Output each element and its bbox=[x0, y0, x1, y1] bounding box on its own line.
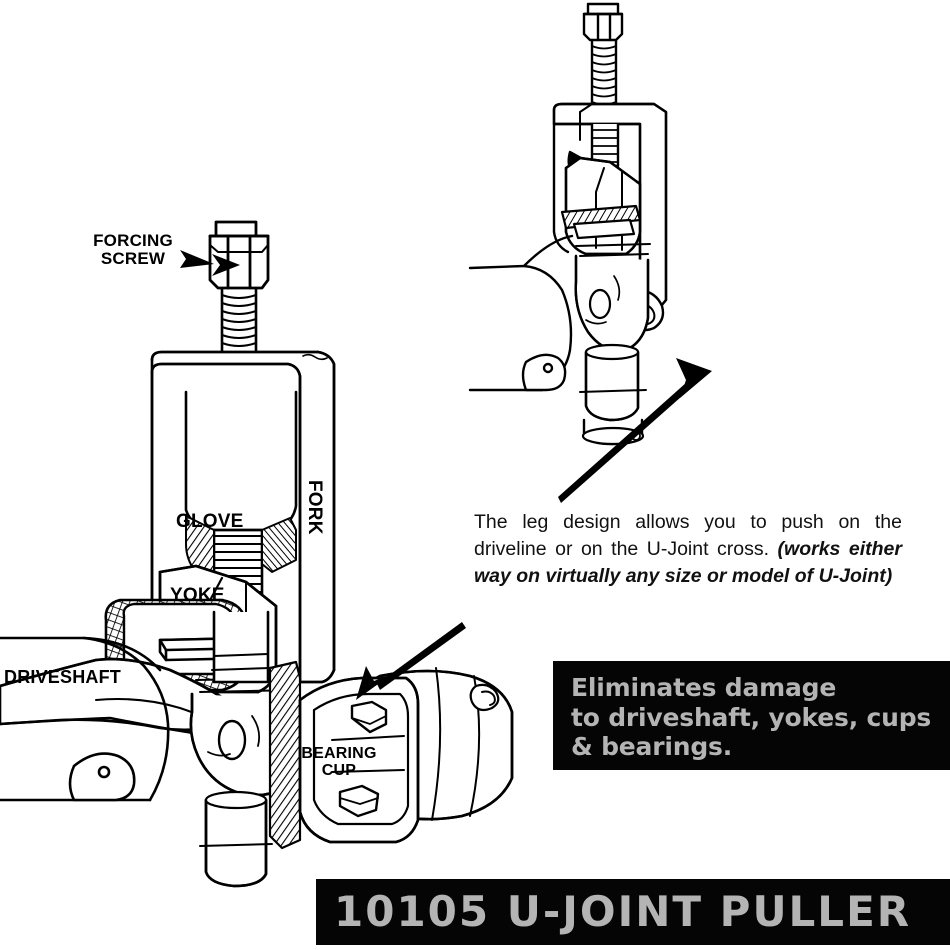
callout-driveshaft: DRIVESHAFT bbox=[4, 667, 122, 687]
cup-stub-lower bbox=[199, 790, 273, 888]
driveshaft-tube bbox=[0, 636, 170, 802]
callout-bearing-cup: BEARING CUP bbox=[301, 745, 377, 780]
description-emphasis-text: (works either way on virtually any size … bbox=[474, 537, 902, 587]
cup-stub-upper bbox=[211, 610, 271, 684]
bearing-cup-arrow bbox=[356, 622, 466, 700]
product-title-banner: 10105 U-JOINT PULLER bbox=[316, 879, 950, 945]
inset-u-joint-cross bbox=[574, 243, 651, 352]
callout-yoke: YOKE bbox=[170, 585, 225, 606]
inset-puller-illustration bbox=[468, 2, 668, 446]
hatch-wedge-right bbox=[261, 517, 297, 573]
inset-inner-thread bbox=[590, 122, 620, 168]
bearing-cup-claw bbox=[298, 676, 420, 844]
main-puller-illustration bbox=[0, 220, 514, 888]
description-plain-text: The leg design allows you to push on the… bbox=[474, 511, 902, 560]
inset-screw-thread bbox=[590, 38, 618, 106]
forcing-screw-arrow bbox=[180, 250, 240, 276]
inset-driveline bbox=[468, 234, 574, 392]
leg-design-arrow bbox=[558, 358, 712, 503]
inset-forcing-screw-head bbox=[582, 2, 624, 42]
fork-leg-hatch bbox=[268, 660, 302, 850]
callout-forcing-screw: FORCING SCREW bbox=[93, 231, 173, 269]
benefit-banner: Eliminates damage to driveshaft, yokes, … bbox=[553, 661, 950, 770]
callout-fork: FORK bbox=[304, 480, 325, 535]
forcing-screw-head bbox=[208, 220, 270, 290]
leg-design-description: The leg design allows you to push on the… bbox=[474, 509, 902, 590]
callout-glove: GLOVE bbox=[176, 511, 244, 532]
forcing-screw-thread-upper bbox=[220, 286, 258, 354]
puller-frame bbox=[150, 350, 336, 684]
